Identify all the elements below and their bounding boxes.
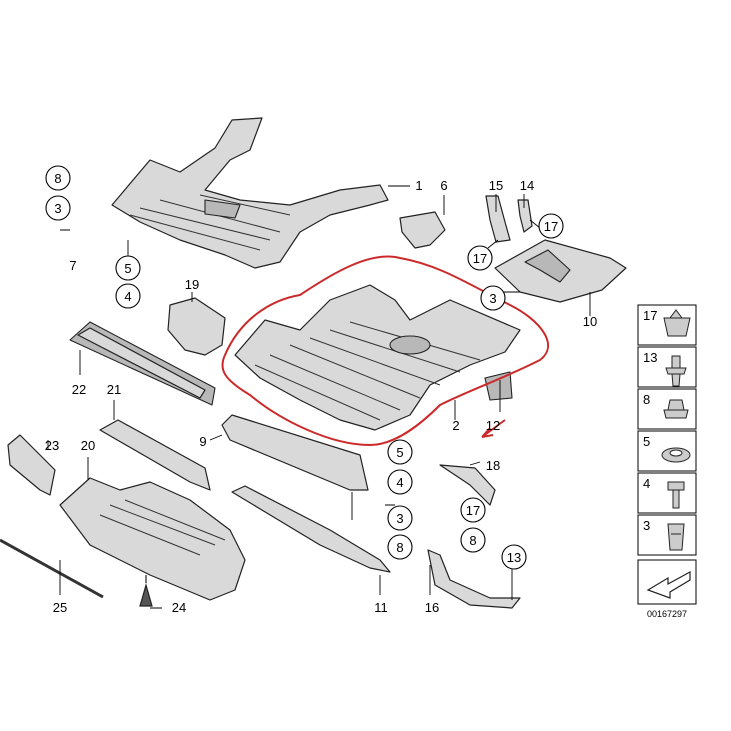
part-15-bracket: [485, 195, 511, 243]
svg-text:8: 8: [396, 540, 403, 555]
callout-17-c: 17: [460, 497, 486, 523]
label-15: 15: [489, 178, 503, 193]
label-6: 6: [440, 178, 447, 193]
callout-8-c: 8: [460, 527, 486, 553]
label-7: 7: [69, 258, 76, 273]
svg-text:3: 3: [643, 518, 650, 533]
part-21-bracket: [99, 419, 211, 491]
svg-text:13: 13: [507, 550, 521, 565]
direction-arrow-icon: [646, 570, 691, 599]
legend-direction-arrow: [637, 559, 697, 605]
label-14: 14: [520, 178, 534, 193]
svg-text:8: 8: [54, 171, 61, 186]
part-2-main-shield: [234, 284, 521, 431]
label-16: 16: [425, 600, 439, 615]
part-25-strip: [0, 538, 104, 599]
svg-text:13: 13: [643, 350, 657, 365]
label-1: 1: [415, 178, 422, 193]
label-10: 10: [583, 314, 597, 329]
label-18: 18: [486, 458, 500, 473]
legend-item-3: 3: [637, 514, 697, 556]
part-11-seal: [231, 485, 391, 573]
catalog-number: 00167297: [647, 609, 687, 619]
label-19: 19: [185, 277, 199, 292]
spring-nut-icon: [663, 309, 691, 337]
part-20-front-shield: [59, 477, 246, 601]
svg-text:4: 4: [124, 289, 131, 304]
legend-item-17: 17: [637, 304, 697, 346]
part-18-bracket: [439, 464, 496, 506]
leader-lines: [47, 185, 591, 609]
legend-item-4: 4: [637, 472, 697, 514]
part-9-crossmember-cover: [221, 414, 369, 491]
svg-text:4: 4: [643, 476, 650, 491]
label-11: 11: [374, 600, 388, 615]
part-6-bracket: [399, 211, 446, 249]
callout-3-tl: 3: [45, 195, 71, 221]
svg-text:5: 5: [124, 261, 131, 276]
fastener-legend: 17 13 8 5 4 3: [637, 304, 697, 619]
label-23: 23: [45, 438, 59, 453]
part-12-cover: [484, 371, 513, 401]
part-1-front-shield: [111, 117, 389, 269]
label-9: 9: [199, 434, 206, 449]
svg-text:5: 5: [396, 445, 403, 460]
svg-text:3: 3: [54, 201, 61, 216]
callout-8-tl: 8: [45, 165, 71, 191]
clip-nut-icon: [667, 523, 685, 551]
highlight-outline: [221, 255, 550, 447]
legend-item-13: 13: [637, 346, 697, 388]
svg-text:3: 3: [489, 291, 496, 306]
label-24: 24: [172, 600, 186, 615]
label-21: 21: [107, 382, 121, 397]
callout-17-b: 17: [538, 213, 564, 239]
part-14-bracket: [517, 199, 533, 233]
part-24-screw: [139, 575, 153, 607]
callout-4-a: 4: [115, 283, 141, 309]
washer-icon: [661, 447, 691, 463]
svg-text:3: 3: [396, 511, 403, 526]
svg-text:8: 8: [469, 533, 476, 548]
callout-5-b: 5: [387, 439, 413, 465]
label-12: 12: [486, 418, 500, 433]
callout-8-b: 8: [387, 534, 413, 560]
part-16-strip: [427, 549, 521, 609]
part-22-radiator-shield: [69, 321, 216, 406]
svg-text:17: 17: [473, 251, 487, 266]
svg-text:17: 17: [544, 219, 558, 234]
callout-4-b: 4: [387, 469, 413, 495]
svg-text:8: 8: [643, 392, 650, 407]
callout-17-a: 17: [467, 245, 493, 271]
hex-bolt-icon: [667, 481, 685, 509]
expanding-rivet-icon: [665, 355, 687, 387]
callout-3-b: 3: [480, 285, 506, 311]
label-22: 22: [72, 382, 86, 397]
collar-screw-icon: [663, 399, 689, 419]
label-20: 20: [81, 438, 95, 453]
part-23-side-cover: [7, 434, 56, 496]
highlight-arrow: [481, 419, 506, 438]
callout-3-c: 3: [387, 505, 413, 531]
svg-text:4: 4: [396, 475, 403, 490]
label-2: 2: [452, 418, 459, 433]
svg-text:17: 17: [643, 308, 657, 323]
part-19-bracket: [167, 297, 226, 356]
callout-13: 13: [501, 544, 527, 570]
legend-item-5: 5: [637, 430, 697, 472]
legend-item-8: 8: [637, 388, 697, 430]
callout-5-a: 5: [115, 255, 141, 281]
svg-text:17: 17: [466, 503, 480, 518]
svg-text:5: 5: [643, 434, 650, 449]
part-10-rear-shield: [494, 239, 627, 303]
label-25: 25: [53, 600, 67, 615]
